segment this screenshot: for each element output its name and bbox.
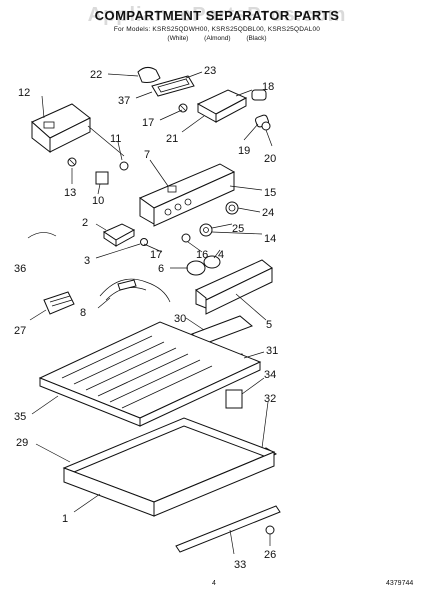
part-33-shape [175, 505, 281, 553]
callout-1: 1 [62, 513, 68, 525]
part-6-shape [186, 260, 206, 276]
page-number: 4 [212, 580, 216, 587]
callout-23: 23 [204, 65, 216, 77]
callout-15: 15 [264, 187, 276, 199]
callout-22: 22 [90, 69, 102, 81]
part-37-shape [151, 75, 195, 97]
part-27-shape [43, 291, 75, 315]
callout-2: 2 [82, 217, 88, 229]
callout-10: 10 [92, 195, 104, 207]
part-4-shape [203, 255, 221, 269]
callout-21: 21 [166, 133, 178, 145]
callout-3: 3 [84, 255, 90, 267]
callout-14: 14 [264, 233, 276, 245]
callout-17-top: 17 [142, 117, 154, 129]
callout-4: 4 [218, 249, 224, 261]
callout-6: 6 [158, 263, 164, 275]
part-15-shape [138, 163, 236, 227]
callout-17-lower: 17 [150, 249, 162, 261]
part-17-lower-shape [140, 238, 148, 246]
part-36-shape [27, 232, 57, 239]
part-13-shape [67, 157, 77, 167]
part-22-shape [137, 66, 161, 83]
callout-19: 19 [238, 145, 250, 157]
document-code: 4379744 [386, 580, 414, 587]
callout-33: 33 [234, 559, 246, 571]
callout-12: 12 [18, 87, 30, 99]
callout-16: 16 [196, 249, 208, 261]
callout-18: 18 [262, 81, 274, 93]
part-24-shape [225, 201, 239, 215]
color-white: (White) [167, 35, 189, 42]
callout-27: 27 [14, 325, 26, 337]
color-almond: (Almond) [204, 35, 231, 42]
callout-8: 8 [80, 307, 86, 319]
color-black: (Black) [246, 35, 267, 42]
part-20-shape [261, 121, 271, 131]
part-10-shape [95, 171, 109, 185]
callout-24: 24 [262, 207, 274, 219]
callout-30: 30 [174, 313, 186, 325]
callout-20: 20 [264, 153, 276, 165]
part-12-shape [31, 103, 125, 157]
callout-5: 5 [266, 319, 272, 331]
callout-31: 31 [266, 345, 278, 357]
part-5-shape [195, 259, 273, 315]
part-2-shape [102, 223, 136, 247]
callout-34: 34 [264, 369, 276, 381]
page-title: COMPARTMENT SEPARATOR PARTS [94, 8, 340, 23]
part-25-shape [199, 223, 213, 237]
page-header: COMPARTMENT SEPARATOR PARTS For Models: … [0, 8, 434, 42]
part-17-top-shape [178, 103, 188, 113]
part-26-shape [265, 525, 275, 535]
callout-7: 7 [144, 149, 150, 161]
part-1-shape [62, 417, 276, 517]
callout-26: 26 [264, 549, 276, 561]
callout-36: 36 [14, 263, 26, 275]
color-variants: (White) (Almond) (Black) [0, 35, 434, 42]
callout-labels: 22 23 37 18 12 17 21 19 20 11 7 15 13 10… [14, 65, 278, 571]
model-list: For Models: KSRS25QDWH00, KSRS25QDBL00, … [113, 26, 321, 33]
callout-32: 32 [264, 393, 276, 405]
part-18-shape [251, 89, 267, 101]
callout-13: 13 [64, 187, 76, 199]
leader-lines [29, 71, 273, 555]
callout-29: 29 [16, 437, 28, 449]
callout-35: 35 [14, 411, 26, 423]
callout-11: 11 [110, 133, 121, 145]
part-21-shape [196, 89, 248, 123]
callout-25: 25 [232, 223, 244, 235]
part-11-shape [119, 161, 129, 171]
callout-37: 37 [118, 95, 130, 107]
part-34-shape [225, 389, 243, 409]
part-35-shape [38, 321, 262, 427]
part-16-shape [181, 233, 191, 243]
part-8-shape [99, 278, 171, 303]
